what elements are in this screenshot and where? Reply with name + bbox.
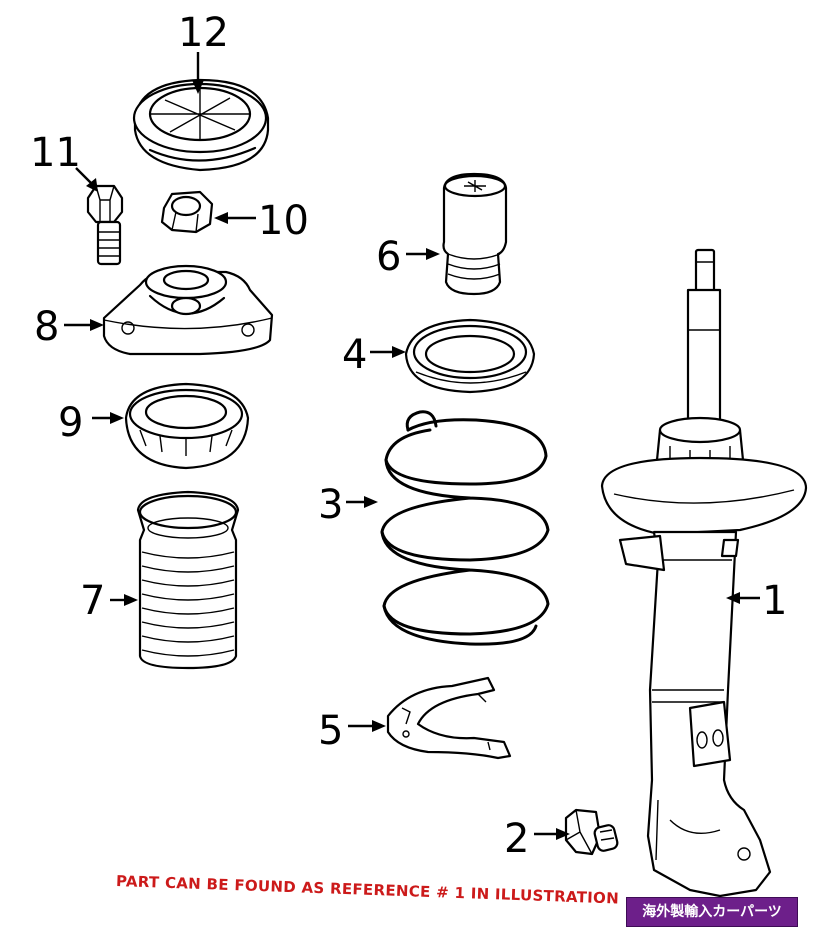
callout-11: 11 — [30, 130, 81, 176]
callout-3: 3 — [318, 482, 343, 528]
part-2-bolt — [564, 808, 619, 856]
callout-5: 5 — [318, 708, 343, 754]
part-4-spring-pad — [404, 318, 536, 394]
part-3-coil-spring — [380, 410, 550, 646]
part-5-bracket — [386, 676, 512, 760]
part-9-spring-seat — [124, 382, 250, 470]
callout-2: 2 — [504, 816, 529, 862]
callout-8: 8 — [34, 304, 59, 350]
part-11-bolt — [86, 184, 124, 266]
part-7-dust-boot — [136, 490, 240, 670]
part-12-mount-cap — [132, 78, 270, 172]
part-6-bump-stop — [442, 172, 508, 296]
part-10-nut — [160, 190, 214, 234]
callout-6: 6 — [376, 234, 401, 280]
part-8-strut-mount — [102, 264, 274, 356]
part-1-strut-assembly — [600, 248, 808, 898]
callout-10: 10 — [258, 198, 309, 244]
callout-7: 7 — [80, 578, 105, 624]
callout-12: 12 — [178, 10, 229, 56]
callout-4: 4 — [342, 332, 367, 378]
shop-badge: 海外製輸入カーパーツ — [626, 897, 798, 927]
callout-1: 1 — [762, 578, 787, 624]
callout-9: 9 — [58, 400, 83, 446]
